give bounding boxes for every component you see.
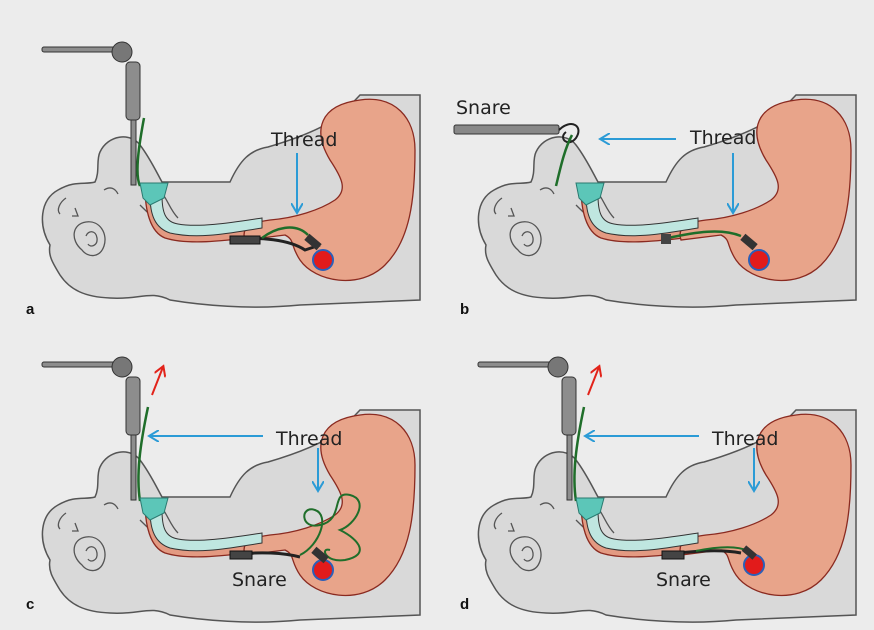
panel-c-snare-label: Snare [232,571,287,590]
panel-b-snare-label: Snare [456,99,511,118]
panel-b [454,95,856,307]
panel-d-thread-label: Thread [712,430,778,449]
panel-a-label: a [26,301,34,318]
panel-d-label: d [460,596,469,613]
panel-a [42,42,420,307]
panel-a-thread-label: Thread [271,131,337,150]
panel-d-snare-label: Snare [656,571,711,590]
panel-c-thread-label: Thread [276,430,342,449]
panel-c [42,357,420,622]
panel-b-label: b [460,301,469,318]
panel-b-thread-label: Thread [690,129,756,148]
panel-c-label: c [26,596,34,613]
